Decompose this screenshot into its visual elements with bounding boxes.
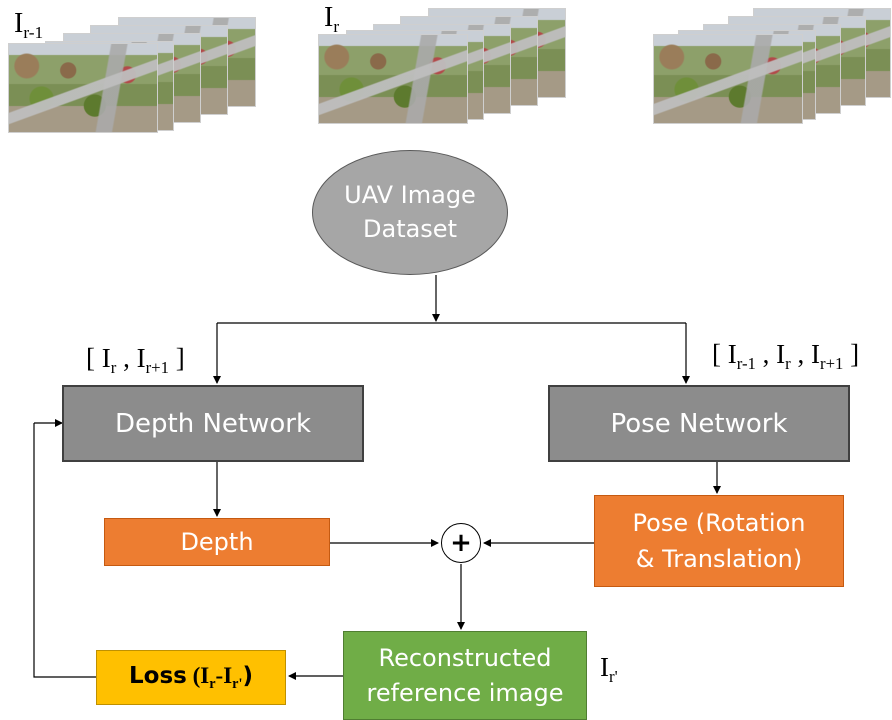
depth-output-label: Depth [180,528,254,556]
frame-stack-right [653,8,892,128]
frame-label-center: Ir [324,2,340,37]
dataset-label-line1: UAV Image [344,180,476,209]
frame-image [318,34,468,124]
loss-label: Loss (Ir-Ir') [129,662,253,692]
plus-icon: + [450,528,472,558]
feedback-line [33,423,96,678]
frame-stack-center [318,8,568,128]
pose-network-box: Pose Network [548,385,850,462]
depth-network-input-label: [ Ir , Ir+1 ] [86,343,185,377]
depth-network-box: Depth Network [62,385,364,462]
pose-network-input-label: [ Ir-1 , Ir , Ir+1 ] [712,339,860,373]
frame-image [653,34,803,124]
pose-output-line1: Pose (Rotation [632,509,806,537]
frame-stack-left [8,15,258,135]
loss-box: Loss (Ir-Ir') [96,650,286,705]
pose-output-box: Pose (Rotation & Translation) [594,495,844,587]
reconstructed-line2: reference image [366,678,564,707]
pose-output-line2: & Translation) [635,545,803,573]
dataset-label-line2: Dataset [363,214,457,243]
depth-network-label: Depth Network [114,408,311,439]
reconstructed-reference-image-box: Reconstructed reference image [343,631,587,720]
depth-output-box: Depth [104,518,330,566]
reconstructed-label: Ir' [600,652,618,686]
sum-operator: + [441,523,481,563]
uav-image-dataset: UAV Image Dataset [312,150,508,275]
reconstructed-line1: Reconstructed [378,643,552,672]
frame-image [8,43,158,133]
frame-label-left: Ir-1 [12,8,46,44]
pose-network-label: Pose Network [610,408,788,439]
